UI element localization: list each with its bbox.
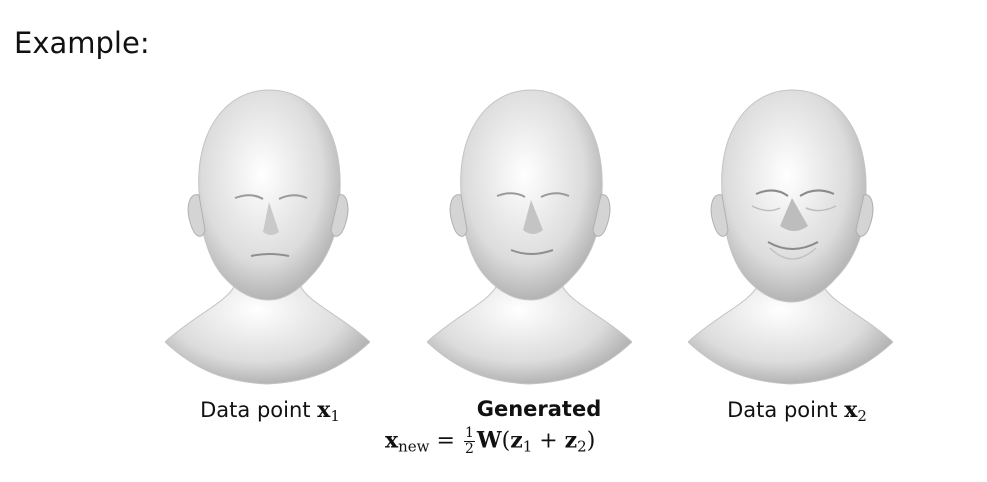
formula-z2-subscript: 2 [577,437,587,456]
formula-matrix-w: W [476,427,502,454]
face-1-illustration [165,89,370,385]
formula-subscript-new: new [398,437,430,456]
face-2-illustration [688,89,893,385]
symbol-x: x [844,397,858,423]
formula-z2: z [564,427,578,454]
caption-text: Data point [727,398,845,422]
formula-z1-subscript: 1 [522,437,533,456]
caption-text: Generated [476,397,602,421]
caption-generated: Generated [409,397,669,421]
fraction-denominator: 2 [464,441,474,457]
formula-equals: = [436,428,455,454]
formula-close-paren: ) [586,428,596,454]
caption-data-point-1: Data point x1 [140,397,400,425]
caption-data-point-2: Data point x2 [667,397,927,425]
formula-open-paren: ( [501,428,511,454]
formula-plus: + [539,428,558,454]
slide-title: Example: [14,26,150,60]
caption-text: Data point [200,398,318,422]
formula-z1: z [510,427,523,454]
subscript: 1 [330,407,340,425]
fraction-numerator: 1 [463,425,475,442]
subscript: 2 [857,407,867,425]
face-render-data-point-1 [165,80,370,392]
symbol-x: x [317,397,331,423]
formula-x: x [385,427,399,454]
face-generated-illustration [427,89,632,385]
face-render-generated [427,80,632,392]
face-render-data-point-2 [688,80,893,392]
